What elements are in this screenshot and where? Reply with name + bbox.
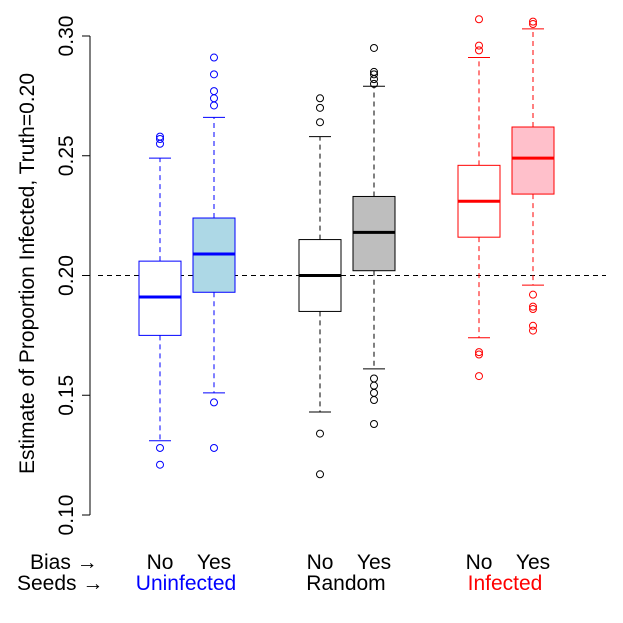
outlier-point bbox=[210, 443, 218, 452]
outlier-point bbox=[370, 70, 378, 79]
box-random-yes bbox=[352, 43, 396, 428]
bias-label: No bbox=[466, 551, 493, 574]
outlier-point bbox=[210, 398, 218, 407]
outlier-point bbox=[475, 15, 483, 24]
outlier-point bbox=[475, 348, 483, 357]
outlier-point bbox=[156, 134, 164, 143]
outlier-point bbox=[210, 70, 218, 79]
outlier-point bbox=[370, 374, 378, 383]
outlier-point bbox=[210, 53, 218, 62]
box-random-no bbox=[298, 94, 342, 479]
outlier-point bbox=[529, 321, 537, 330]
outlier-point bbox=[475, 372, 483, 381]
outlier-point bbox=[370, 396, 378, 405]
y-axis-label: Estimate of Proportion Infected, Truth=0… bbox=[16, 73, 39, 474]
outlier-point bbox=[529, 302, 537, 311]
outlier-point bbox=[475, 46, 483, 55]
outlier-point bbox=[529, 326, 537, 335]
box-uninfected-yes bbox=[192, 53, 236, 452]
seed-label-infected: Infected bbox=[468, 572, 543, 595]
outlier-point bbox=[370, 419, 378, 428]
outlier-point bbox=[156, 132, 164, 141]
box-group-uninfected bbox=[138, 53, 236, 469]
outlier-point bbox=[475, 41, 483, 50]
outlier-point bbox=[370, 67, 378, 76]
box-infected-no bbox=[457, 15, 501, 381]
seed-label-uninfected: Uninfected bbox=[136, 572, 236, 595]
outlier-point bbox=[529, 290, 537, 299]
bias-label: Yes bbox=[357, 551, 391, 574]
seed-label-random: Random bbox=[306, 572, 385, 595]
outlier-point bbox=[210, 94, 218, 103]
outlier-point bbox=[316, 103, 324, 112]
bias-label: Yes bbox=[516, 551, 550, 574]
bias-row-label: Bias → bbox=[30, 551, 98, 574]
outlier-point bbox=[529, 305, 537, 314]
box-uninfected-no bbox=[138, 132, 182, 469]
box-groups bbox=[138, 15, 555, 479]
outlier-point bbox=[210, 101, 218, 110]
outlier-point bbox=[529, 20, 537, 29]
outlier-point bbox=[370, 388, 378, 397]
bias-label: Yes bbox=[197, 551, 231, 574]
y-tick-label: 0.10 bbox=[55, 495, 78, 536]
box-group-random bbox=[298, 43, 396, 479]
outlier-point bbox=[370, 43, 378, 52]
outlier-point bbox=[475, 350, 483, 359]
outlier-point bbox=[316, 94, 324, 103]
bias-label: No bbox=[147, 551, 174, 574]
outlier-point bbox=[210, 87, 218, 96]
outlier-point bbox=[316, 429, 324, 438]
y-axis: 0.10 0.15 0.20 0.25 0.30 bbox=[55, 16, 91, 536]
iqr-box bbox=[511, 126, 555, 195]
outlier-point bbox=[370, 79, 378, 88]
y-tick-label: 0.15 bbox=[55, 375, 78, 416]
box-group-infected bbox=[457, 15, 555, 381]
outlier-point bbox=[529, 17, 537, 26]
outlier-point bbox=[156, 460, 164, 469]
outlier-point bbox=[316, 470, 324, 479]
outlier-point bbox=[156, 443, 164, 452]
box-infected-yes bbox=[511, 17, 555, 335]
y-tick-label: 0.25 bbox=[55, 135, 78, 176]
bias-label: No bbox=[307, 551, 334, 574]
seeds-row-label: Seeds → bbox=[17, 572, 103, 595]
outlier-point bbox=[370, 381, 378, 390]
outlier-point bbox=[316, 118, 324, 127]
y-tick-label: 0.30 bbox=[55, 16, 78, 57]
y-tick-label: 0.20 bbox=[55, 255, 78, 296]
